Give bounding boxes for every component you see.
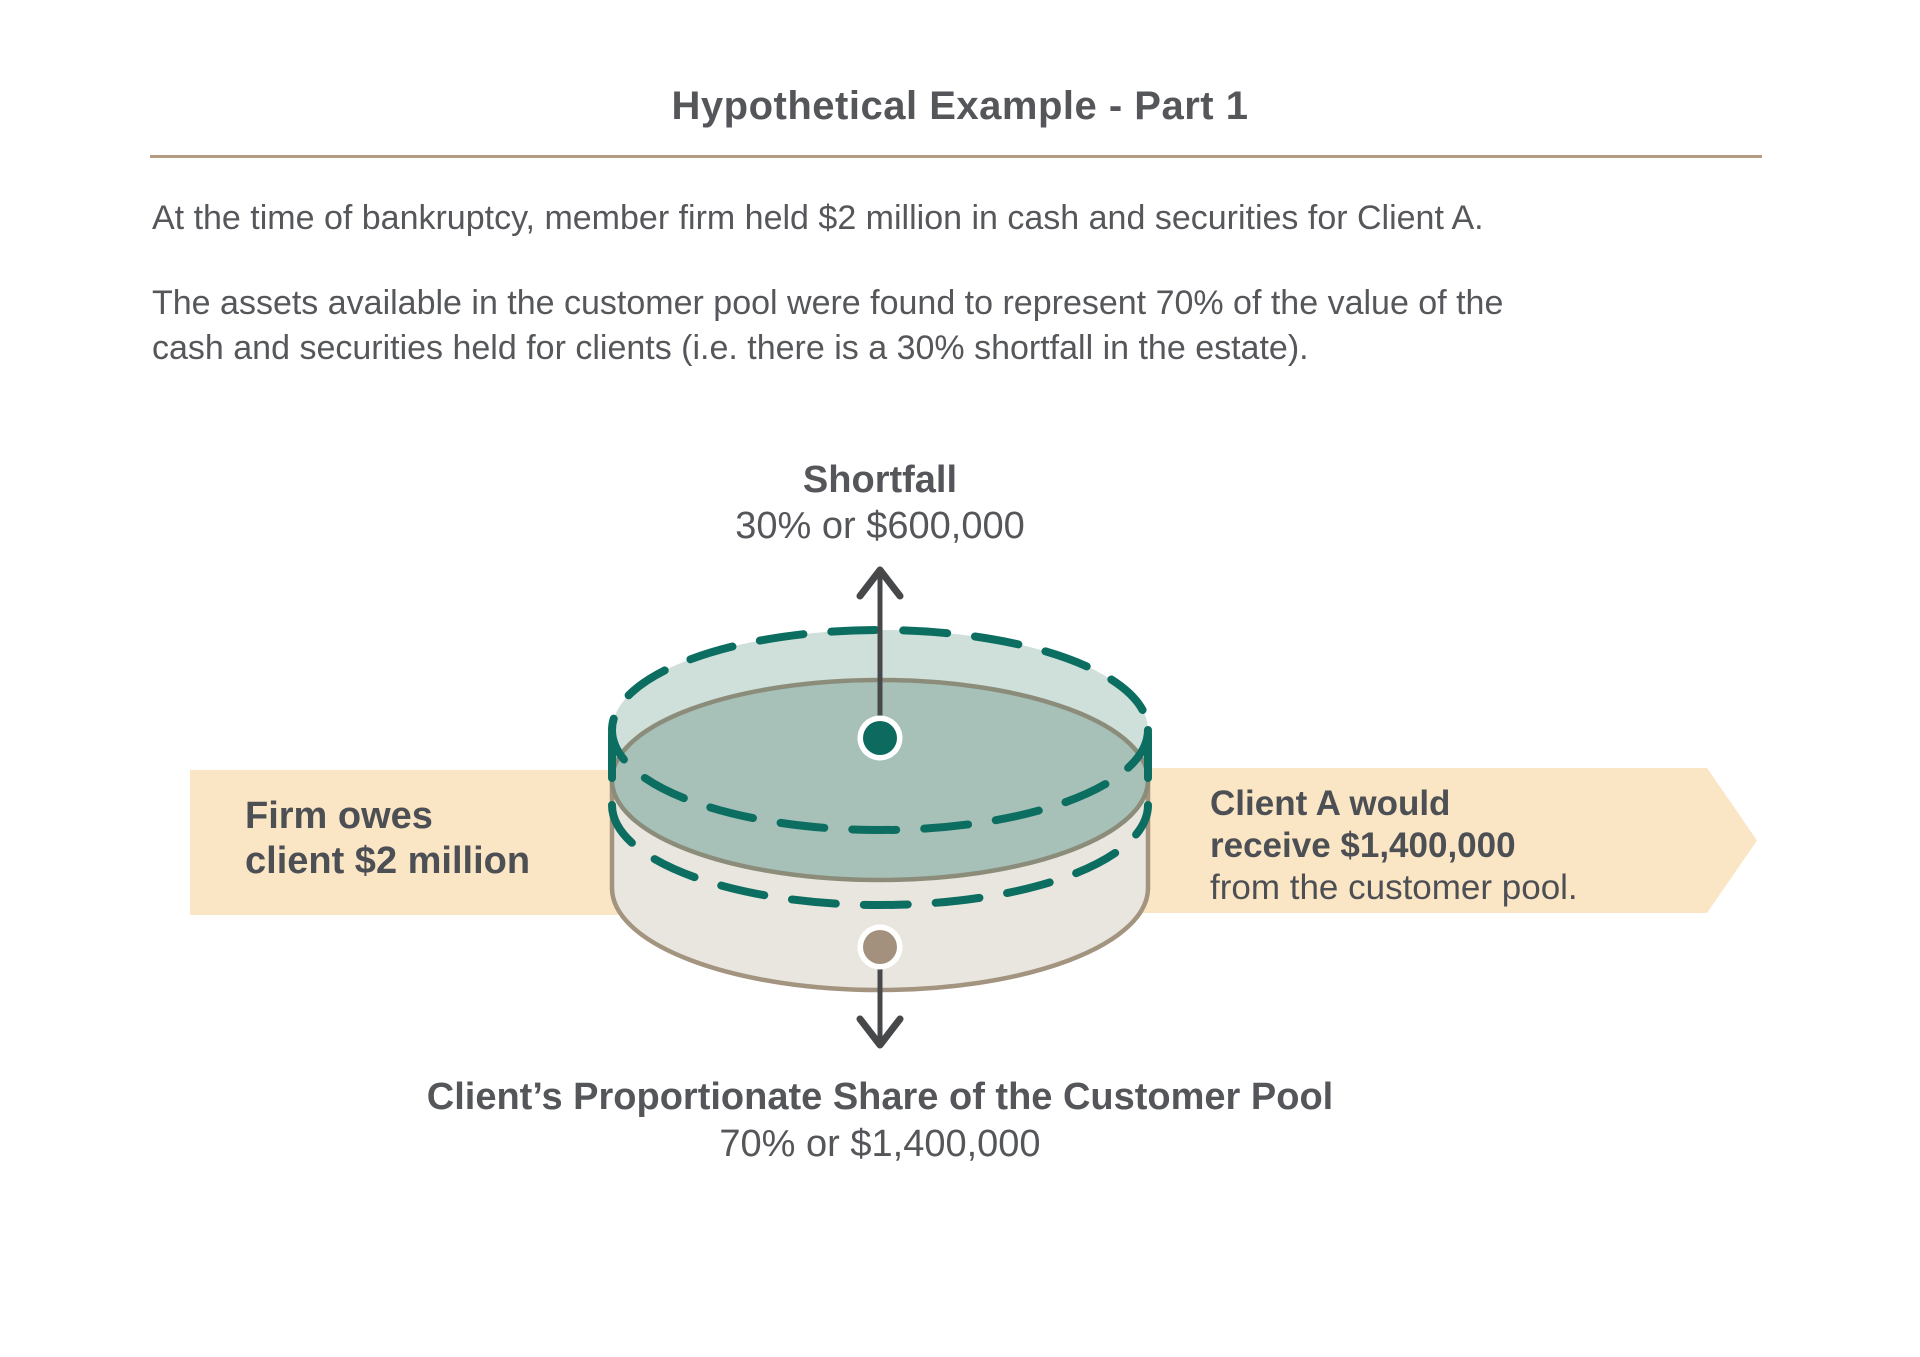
left-banner-line-2: client $2 million xyxy=(245,840,531,882)
shortfall-dot xyxy=(857,715,903,761)
left-banner-line-1: Firm owes xyxy=(245,795,433,837)
shortfall-label-title: Shortfall xyxy=(802,459,958,501)
title-divider-rule xyxy=(150,155,1762,158)
paragraph-2-line-2: cash and securities held for clients (i.… xyxy=(152,329,1309,367)
ghost-bottom-rim-dashed-arc xyxy=(608,801,1152,909)
paragraph-2: The assets available in the customer poo… xyxy=(152,281,1792,371)
right-banner-line-3: from the customer pool. xyxy=(1210,868,1578,907)
page-title: Hypothetical Example - Part 1 xyxy=(671,84,1249,128)
up-arrow-icon xyxy=(856,566,904,728)
share-dot xyxy=(857,924,903,970)
paragraph-2-line-1: The assets available in the customer poo… xyxy=(152,284,1504,322)
client-share-label-title: Client’s Proportionate Share of the Cust… xyxy=(426,1076,1334,1118)
right-banner-line-2: receive $1,400,000 xyxy=(1210,826,1516,865)
down-arrow-icon xyxy=(856,957,904,1049)
paragraph-1: At the time of bankruptcy, member firm h… xyxy=(152,199,1484,237)
right-banner-line-1: Client A would xyxy=(1210,784,1451,823)
client-share-label-value: 70% or $1,400,000 xyxy=(719,1123,1041,1165)
right-banner-text: Client A would receive $1,400,000 from t… xyxy=(1210,783,1578,909)
shortfall-label: Shortfall 30% or $600,000 xyxy=(735,457,1024,549)
intro-text: At the time of bankruptcy, member firm h… xyxy=(152,196,1792,371)
client-share-label: Client’s Proportionate Share of the Cust… xyxy=(427,1074,1333,1168)
left-banner-text: Firm owes client $2 million xyxy=(245,794,530,884)
shortfall-label-value: 30% or $600,000 xyxy=(735,505,1025,547)
ghost-cylinder-dashed-outline xyxy=(608,626,1152,909)
